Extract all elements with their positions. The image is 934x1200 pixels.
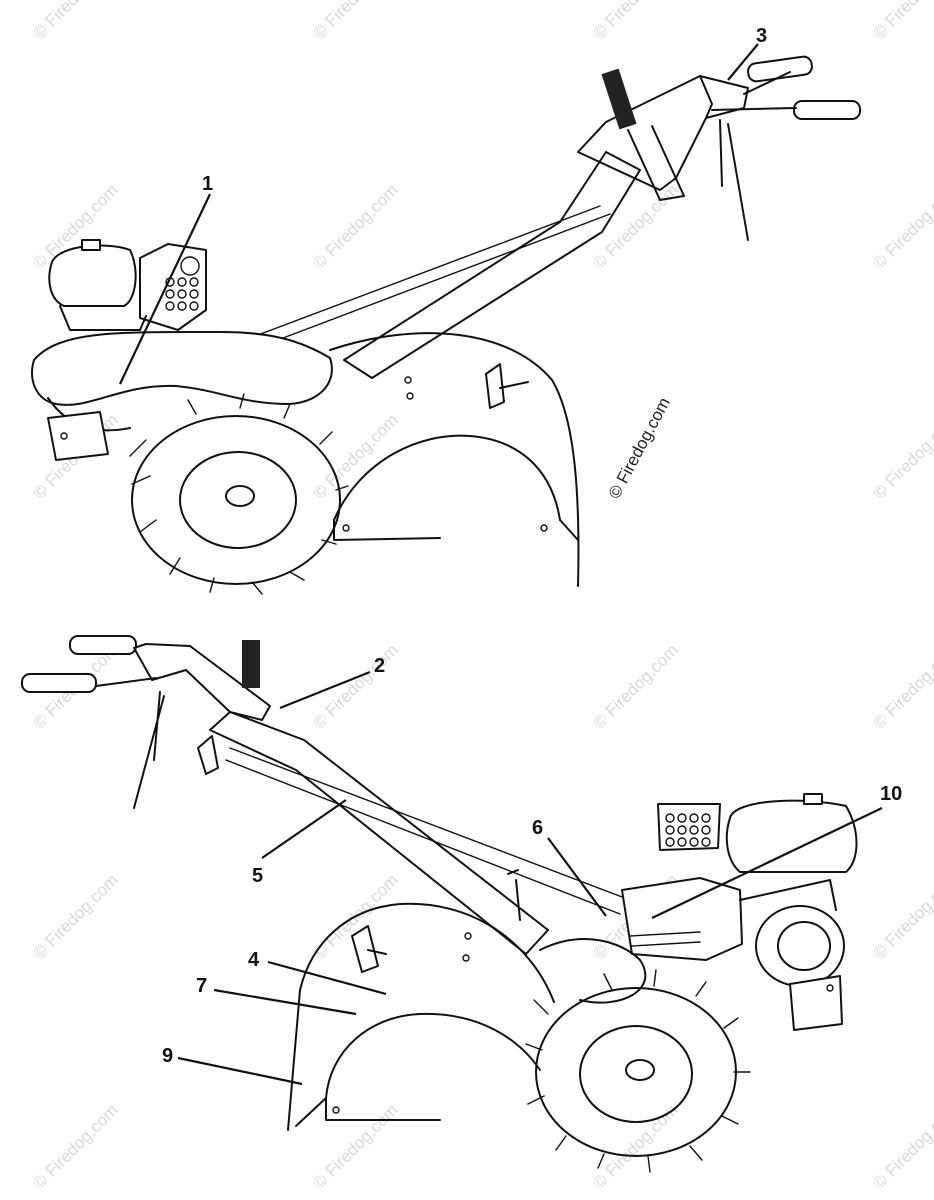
shift-grip — [242, 640, 260, 688]
watermark-text: © Firedog.com — [309, 640, 401, 732]
leader-line-2 — [279, 670, 371, 710]
leader-line-9 — [177, 1056, 303, 1086]
leader-line-5 — [261, 799, 347, 859]
callout-4: 4 — [248, 949, 260, 971]
engine-bottom — [621, 793, 858, 987]
callout-3: 3 — [756, 25, 767, 47]
shift-grip — [601, 68, 637, 130]
leader-line-7 — [213, 988, 357, 1016]
callout-10: 10 — [880, 783, 902, 805]
leader-line-3 — [727, 43, 759, 81]
watermark-text: © Firedog.com — [309, 1100, 401, 1192]
tiller-bottom-illustration — [21, 635, 858, 1173]
wheel-bottom — [525, 969, 751, 1173]
watermark-text: © Firedog.com — [589, 640, 681, 732]
handlebar-bottom — [21, 635, 271, 809]
callout-6: 6 — [532, 817, 543, 839]
watermark-text: © Firedog.com — [869, 410, 934, 502]
watermark-text: © Firedog.com — [589, 180, 681, 272]
callout-9: 9 — [162, 1045, 173, 1067]
callout-1: 1 — [202, 173, 213, 195]
wheel-top — [129, 393, 349, 595]
callout-5: 5 — [252, 865, 263, 887]
handlebar-top — [577, 55, 861, 241]
watermark-text: © Firedog.com — [869, 640, 934, 732]
watermark-text: © Firedog.com — [29, 870, 121, 962]
watermark-text: © Firedog.com — [869, 0, 934, 43]
watermark-text: © Firedog.com — [589, 0, 681, 43]
watermark-text: © Firedog.com — [309, 0, 401, 43]
tiller-top-illustration — [31, 55, 861, 595]
leader-line-6 — [547, 837, 607, 917]
fender-top — [31, 330, 333, 406]
tine-hood-bottom — [287, 902, 555, 1131]
leader-line-10 — [651, 807, 883, 919]
handle-beam-bottom — [209, 711, 549, 955]
watermark-text: © Firedog.com — [869, 1100, 934, 1192]
watermark-text: © Firedog.com — [29, 0, 121, 43]
watermark-text: © Firedog.com — [869, 870, 934, 962]
watermark-text: © Firedog.com — [869, 180, 934, 272]
watermark-text: © Firedog.com — [29, 1100, 121, 1192]
callout-labels: 1 2 3 4 5 6 7 9 10 — [162, 25, 902, 1067]
handle-beam-top — [343, 151, 641, 379]
copyright-notice: © Firedog.com — [605, 394, 674, 502]
callout-2: 2 — [374, 655, 385, 677]
tine-hood-top — [329, 332, 580, 587]
watermark-text: © Firedog.com — [309, 180, 401, 272]
callout-7: 7 — [196, 975, 207, 997]
recoil-grille — [665, 813, 711, 847]
leader-line-4 — [267, 960, 387, 996]
leader-line-1 — [119, 193, 211, 385]
